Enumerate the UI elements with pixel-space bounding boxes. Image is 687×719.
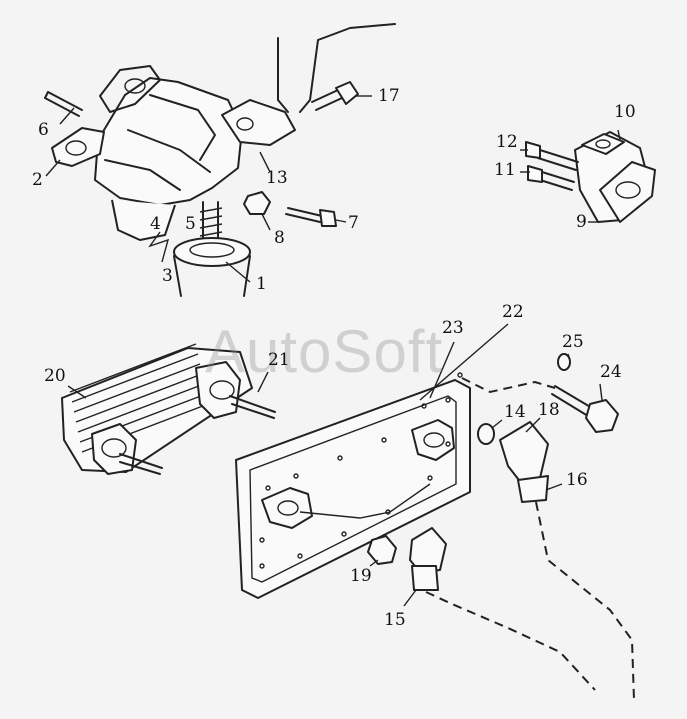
- bracket-assembly: [525, 131, 656, 223]
- callout-6: 6: [38, 120, 49, 140]
- callout-17: 17: [378, 86, 400, 106]
- pipe-outline: [277, 23, 396, 113]
- callout-10: 10: [614, 102, 636, 122]
- fittings: [367, 353, 635, 701]
- callout-24: 24: [600, 362, 622, 382]
- callout-7: 7: [348, 213, 359, 233]
- callout-5: 5: [185, 214, 196, 234]
- callout-21: 21: [268, 350, 290, 370]
- cover-plate: [235, 372, 471, 599]
- callout-11: 11: [494, 160, 516, 180]
- callout-3: 3: [162, 266, 173, 286]
- watermark: AutoSoft: [205, 318, 444, 385]
- oil-cooler: [61, 343, 276, 475]
- callout-16: 16: [566, 470, 588, 490]
- callout-14: 14: [504, 402, 526, 422]
- callout-4: 4: [150, 214, 161, 234]
- callout-13: 13: [266, 168, 288, 188]
- callout-19: 19: [350, 566, 372, 586]
- callout-18: 18: [538, 400, 560, 420]
- callout-1: 1: [256, 274, 267, 294]
- callout-22: 22: [502, 302, 524, 322]
- callout-23: 23: [442, 318, 464, 338]
- callout-8: 8: [274, 228, 285, 248]
- filter-head-assembly: [44, 65, 359, 297]
- callout-12: 12: [496, 132, 518, 152]
- callout-25: 25: [562, 332, 584, 352]
- callout-2: 2: [32, 170, 43, 190]
- callout-15: 15: [384, 610, 406, 630]
- leader-lines: [45, 95, 621, 607]
- callout-9: 9: [576, 212, 587, 232]
- callout-20: 20: [44, 366, 66, 386]
